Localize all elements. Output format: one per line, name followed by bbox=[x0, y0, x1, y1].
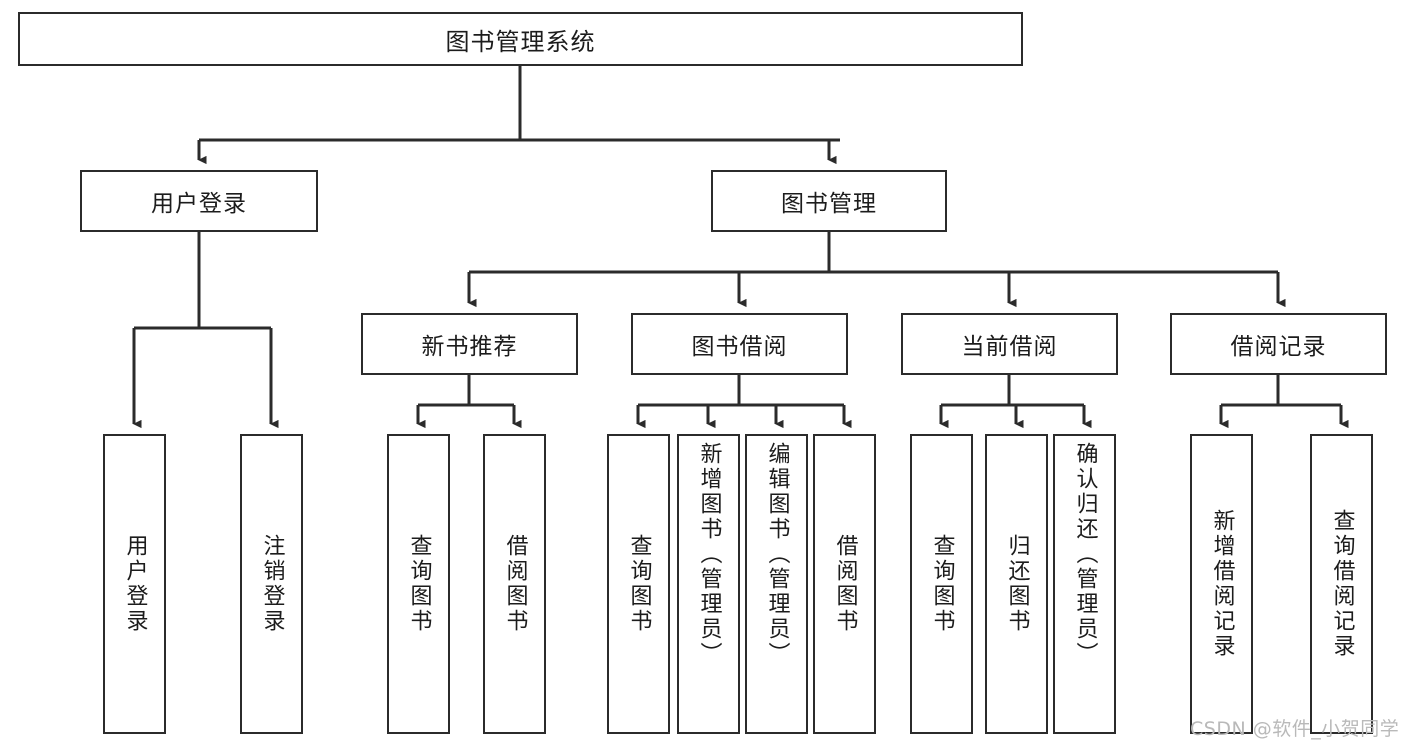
node-label: 借阅图书 bbox=[832, 534, 858, 634]
node-new-book-recommend[interactable]: 新书推荐 bbox=[361, 313, 578, 375]
leaf-query-book-recommend[interactable]: 查询图书 bbox=[387, 434, 450, 734]
node-label: 归还图书 bbox=[1004, 534, 1030, 634]
node-label: 借阅图书 bbox=[502, 534, 528, 634]
node-label: 借阅记录 bbox=[1230, 334, 1327, 360]
node-label: 确认归还（管理员） bbox=[1072, 442, 1098, 667]
node-label: 用户登录 bbox=[151, 191, 247, 217]
leaf-logout[interactable]: 注销登录 bbox=[240, 434, 303, 734]
watermark-text: CSDN @软件_小贺同学 bbox=[1190, 718, 1400, 740]
node-label: 查询图书 bbox=[626, 534, 652, 634]
leaf-borrow-book-recommend[interactable]: 借阅图书 bbox=[483, 434, 546, 734]
node-label: 当前借阅 bbox=[961, 334, 1058, 360]
leaf-query-borrow-record[interactable]: 查询借阅记录 bbox=[1310, 434, 1373, 734]
node-label: 新增借阅记录 bbox=[1209, 509, 1235, 659]
leaf-query-book-current[interactable]: 查询图书 bbox=[910, 434, 973, 734]
node-book-borrow[interactable]: 图书借阅 bbox=[631, 313, 848, 375]
leaf-user-login[interactable]: 用户登录 bbox=[103, 434, 166, 734]
node-borrow-record[interactable]: 借阅记录 bbox=[1170, 313, 1387, 375]
node-label: 新书推荐 bbox=[421, 334, 518, 360]
node-label: 用户登录 bbox=[122, 534, 148, 634]
node-label: 编辑图书（管理员） bbox=[764, 442, 790, 667]
node-user-login[interactable]: 用户登录 bbox=[80, 170, 318, 232]
leaf-return-book[interactable]: 归还图书 bbox=[985, 434, 1048, 734]
node-label: 查询图书 bbox=[929, 534, 955, 634]
node-root-system[interactable]: 图书管理系统 bbox=[18, 12, 1023, 66]
node-current-borrow[interactable]: 当前借阅 bbox=[901, 313, 1118, 375]
node-label: 图书管理系统 bbox=[445, 27, 596, 56]
node-label: 注销登录 bbox=[259, 534, 285, 634]
node-label: 查询借阅记录 bbox=[1329, 509, 1355, 659]
node-label: 图书管理 bbox=[781, 191, 877, 217]
leaf-borrow-book[interactable]: 借阅图书 bbox=[813, 434, 876, 734]
node-label: 图书借阅 bbox=[691, 334, 788, 360]
leaf-edit-book-admin[interactable]: 编辑图书（管理员） bbox=[745, 434, 808, 734]
leaf-confirm-return-admin[interactable]: 确认归还（管理员） bbox=[1053, 434, 1116, 734]
node-book-management[interactable]: 图书管理 bbox=[711, 170, 947, 232]
leaf-add-book-admin[interactable]: 新增图书（管理员） bbox=[677, 434, 740, 734]
leaf-query-book-borrow[interactable]: 查询图书 bbox=[607, 434, 670, 734]
node-label: 新增图书（管理员） bbox=[696, 442, 722, 667]
leaf-add-borrow-record[interactable]: 新增借阅记录 bbox=[1190, 434, 1253, 734]
node-label: 查询图书 bbox=[406, 534, 432, 634]
